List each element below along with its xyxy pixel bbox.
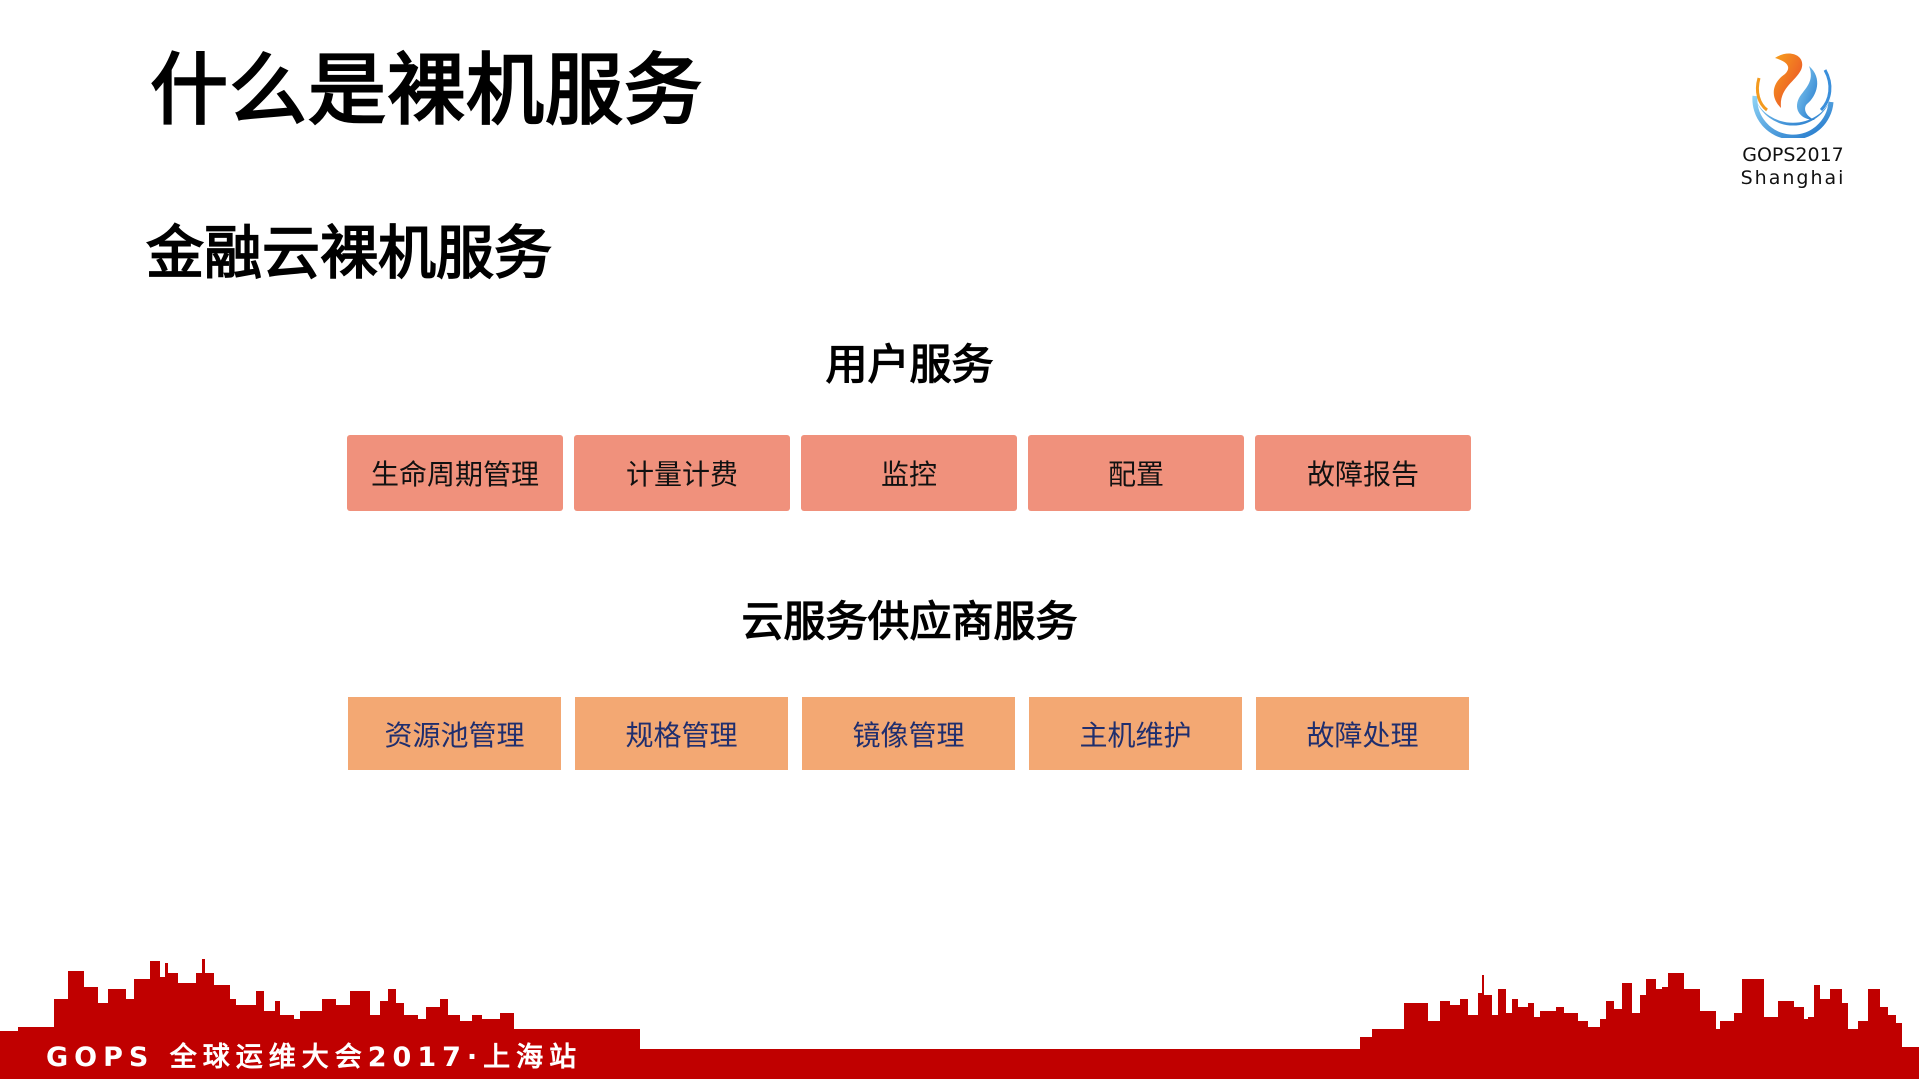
- logo-year: 2017: [1795, 144, 1844, 166]
- service-box-fault-report[interactable]: 故障报告: [1255, 435, 1471, 511]
- service-box-host-maintenance[interactable]: 主机维护: [1029, 697, 1242, 770]
- provider-services-row: 资源池管理 规格管理 镜像管理 主机维护 故障处理: [348, 697, 1483, 770]
- user-services-row: 生命周期管理 计量计费 监控 配置 故障报告: [347, 435, 1482, 511]
- service-box-monitoring[interactable]: 监控: [801, 435, 1017, 511]
- service-box-metering-billing[interactable]: 计量计费: [574, 435, 790, 511]
- service-box-fault-handling[interactable]: 故障处理: [1256, 697, 1469, 770]
- logo-brand-year: GOPS2017: [1728, 144, 1858, 167]
- user-services-heading: 用户服务: [825, 340, 994, 389]
- gops-swirl-logo-icon: [1752, 53, 1834, 138]
- service-box-image-management[interactable]: 镜像管理: [802, 697, 1015, 770]
- service-box-flavor-management[interactable]: 规格管理: [575, 697, 788, 770]
- city-skyline-icon: [0, 959, 1919, 1079]
- slide-title: 什么是裸机服务: [150, 46, 704, 136]
- logo-city: Shanghai: [1740, 166, 1846, 189]
- service-box-configuration[interactable]: 配置: [1028, 435, 1244, 511]
- slide-subtitle: 金融云裸机服务: [146, 219, 553, 287]
- provider-services-heading: 云服务供应商服务: [741, 597, 1078, 646]
- footer-conference-text: GOPS 全球运维大会2017·上海站: [46, 1042, 583, 1073]
- service-box-resource-pool-management[interactable]: 资源池管理: [348, 697, 561, 770]
- service-box-lifecycle-management[interactable]: 生命周期管理: [347, 435, 563, 511]
- logo-brand: GOPS: [1742, 144, 1796, 166]
- gops-logo: GOPS2017 Shanghai: [1728, 48, 1858, 190]
